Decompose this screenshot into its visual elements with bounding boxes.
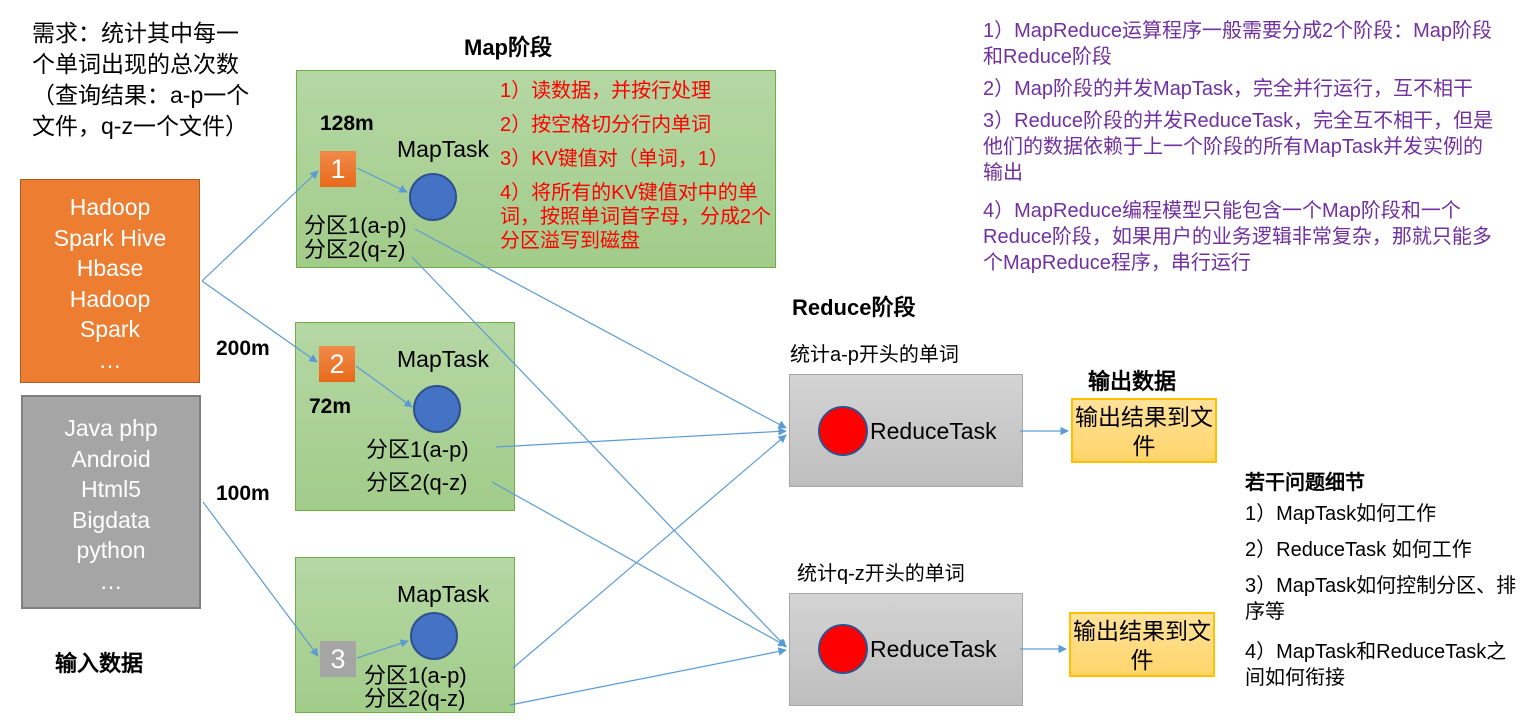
input-file-1-line: … <box>98 346 122 373</box>
input-file-2-line: Android <box>71 445 151 472</box>
maptask-3-circle <box>410 612 458 660</box>
input-file-1-line: Hadoop <box>69 194 151 220</box>
input-file-1-line: Hbase <box>76 255 144 281</box>
questions: 若干问题细节 1）MapTask如何工作 2）ReduceTask 如何工作 3… <box>1245 466 1520 701</box>
maptask-1-label: MapTask <box>397 136 490 162</box>
questions-title: 若干问题细节 <box>1245 472 1365 494</box>
maptask-3-partition-2: 分区2(q-z) <box>364 686 466 711</box>
notes: 1）MapReduce运算程序一般需要分成2个阶段：Map阶段和Reduce阶段… <box>983 18 1503 282</box>
maptask-1-partition-1: 分区1(a-p) <box>304 213 407 238</box>
maptask-2-partition-2: 分区2(q-z) <box>366 470 468 495</box>
output-file-2: 输出结果到文件 <box>1069 612 1215 677</box>
question: 1）MapTask如何工作 <box>1245 503 1437 525</box>
maptask-1-circle <box>409 173 457 221</box>
input-file-1-line: Spark Hive <box>53 224 167 251</box>
note: 1）MapReduce运算程序一般需要分成2个阶段：Map阶段和Reduce阶段 <box>983 20 1492 68</box>
maptask-2-partition-1: 分区1(a-p) <box>366 437 469 462</box>
arrow-mt3-p1-to-reduce1 <box>512 434 787 669</box>
input-file-2-line: Bigdata <box>71 506 150 533</box>
split-2: 2 <box>319 346 355 382</box>
map-step: 2）按空格切分行内单词 <box>500 114 712 136</box>
note: 3）Reduce阶段的并发ReduceTask，完全互不相干，但是他们的数据依赖… <box>983 110 1494 184</box>
reducetask-1-label: ReduceTask <box>870 418 997 444</box>
map-step: 4）将所有的KV键值对中的单词，按照单词首字母，分成2个分区溢写到磁盘 <box>500 182 772 252</box>
reducetask-2-circle <box>818 624 868 674</box>
reduce-phase-heading: Reduce阶段 <box>792 295 916 320</box>
reduce-1-caption: 统计a-p开头的单词 <box>790 344 959 366</box>
input-file-2-line: Java php <box>64 415 158 441</box>
output-data-heading: 输出数据 <box>1088 369 1177 394</box>
maptask-2-circle <box>413 385 461 433</box>
split-1-size: 128m <box>320 112 374 135</box>
output-file-1: 输出结果到文件 <box>1071 398 1217 463</box>
arrow-mt3-p2-to-reduce2 <box>509 647 787 706</box>
maptask-3-label: MapTask <box>397 581 490 607</box>
reducetask-1-circle <box>818 406 868 456</box>
note: 4）MapReduce编程模型只能包含一个Map阶段和一个Reduce阶段，如果… <box>983 200 1492 274</box>
reduce-2-caption: 统计q-z开头的单词 <box>797 563 965 585</box>
question: 3）MapTask如何控制分区、排序等 <box>1245 575 1517 623</box>
input-file-1-line: Hadoop <box>69 285 151 312</box>
map-step: 1）读数据，并按行处理 <box>500 80 712 102</box>
arrow-mt2-p2-to-reduce2 <box>491 481 787 647</box>
maptask-2-label: MapTask <box>397 346 490 372</box>
input-file-1: Hadoop Spark Hive Hbase Hadoop Spark … <box>20 179 200 383</box>
requirement-text: 需求：统计其中每一个单词出现的总次数（查询结果：a-p一个文件，q-z一个文件） <box>32 20 250 139</box>
map-phase-heading: Map阶段 <box>464 35 553 60</box>
split-1: 1 <box>320 151 356 187</box>
input-file-2-line: Html5 <box>80 476 142 502</box>
input-file-2-line: python <box>76 537 146 563</box>
reducetask-2-label: ReduceTask <box>870 636 997 662</box>
input-data-heading: 输入数据 <box>55 651 144 676</box>
file-1-size: 200m <box>216 337 270 360</box>
split-2-size: 72m <box>309 395 352 418</box>
map-steps: 1）读数据，并按行处理 2）按空格切分行内单词 3）KV键值对（单词，1） 4）… <box>500 79 776 263</box>
question: 4）MapTask和ReduceTask之间如何衔接 <box>1245 641 1507 689</box>
input-file-1-line: Spark <box>79 316 141 342</box>
input-file-2-line: … <box>99 567 123 594</box>
maptask-3-partition-1: 分区1(a-p) <box>364 663 467 688</box>
question: 2）ReduceTask 如何工作 <box>1245 539 1472 561</box>
maptask-1-partition-2: 分区2(q-z) <box>304 237 406 262</box>
note: 2）Map阶段的并发MapTask，完全并行运行，互不相干 <box>983 78 1474 100</box>
map-step: 3）KV键值对（单词，1） <box>500 148 729 170</box>
input-file-2: Java php Android Html5 Bigdata python … <box>21 395 201 609</box>
split-3: 3 <box>320 641 356 677</box>
file-2-size: 100m <box>216 482 270 505</box>
arrow-mt2-p1-to-reduce1 <box>495 427 787 448</box>
